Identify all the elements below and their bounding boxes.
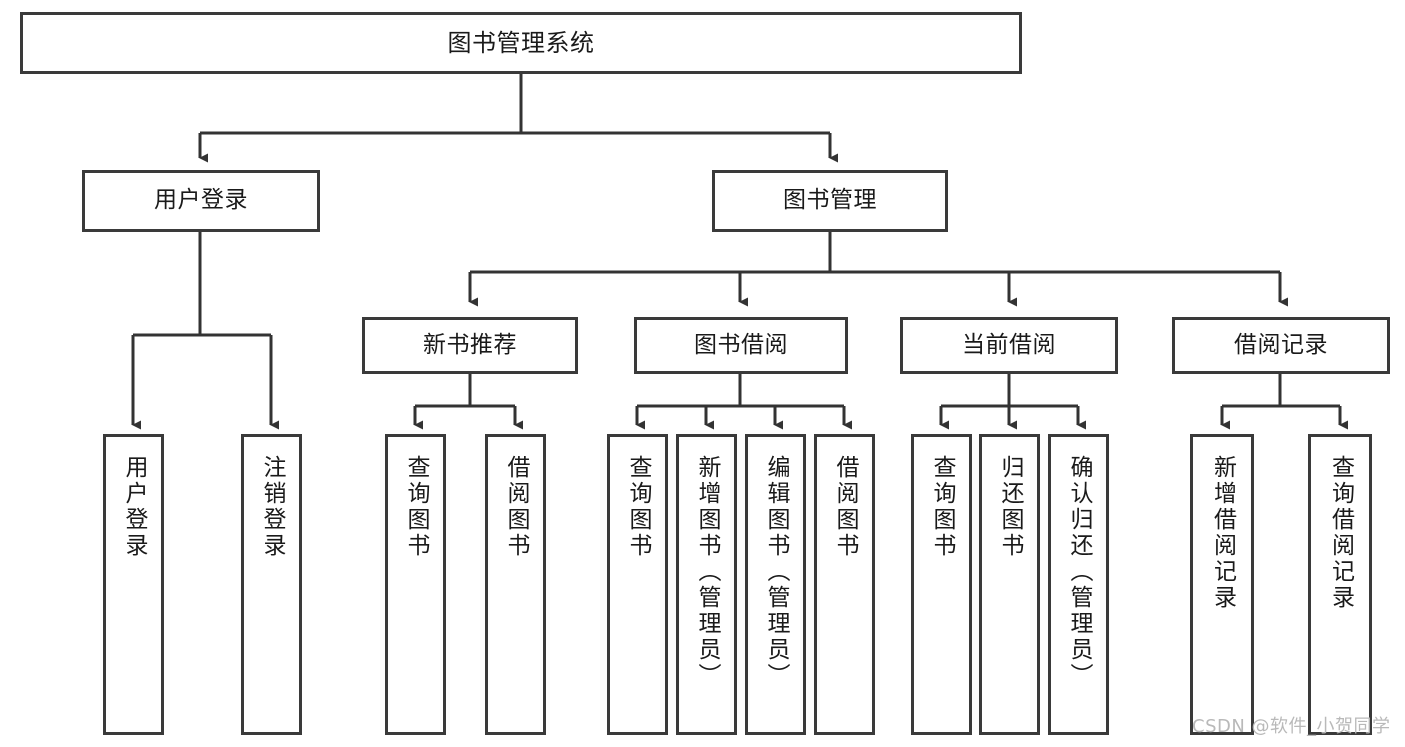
node-leaf-confirm-return[interactable]: 确认归还（管理员） [1048,434,1109,735]
node-leaf-borrow-book-1-label: 借阅图书 [503,455,529,559]
node-current-borrow[interactable]: 当前借阅 [900,317,1118,374]
node-root[interactable]: 图书管理系统 [20,12,1022,74]
node-leaf-query-record-label: 查询借阅记录 [1327,455,1354,611]
node-leaf-add-book[interactable]: 新增图书（管理员） [676,434,737,735]
node-leaf-add-record-label: 新增借阅记录 [1209,455,1236,611]
node-leaf-logout[interactable]: 注销登录 [241,434,302,735]
node-leaf-user-login[interactable]: 用户登录 [103,434,164,735]
node-leaf-edit-book-label: 编辑图书（管理员） [763,455,789,689]
node-book-manage-label: 图书管理 [783,187,877,214]
node-leaf-user-login-label: 用户登录 [121,455,147,559]
node-new-book-rec[interactable]: 新书推荐 [362,317,578,374]
node-leaf-add-record[interactable]: 新增借阅记录 [1190,434,1254,735]
node-leaf-return-book[interactable]: 归还图书 [979,434,1040,735]
node-leaf-borrow-book-2-label: 借阅图书 [832,455,858,559]
node-borrow-record-label: 借阅记录 [1234,331,1328,358]
node-user-login[interactable]: 用户登录 [82,170,320,232]
node-leaf-query-record[interactable]: 查询借阅记录 [1308,434,1372,735]
node-leaf-query-book-1[interactable]: 查询图书 [385,434,446,735]
node-book-borrow-label: 图书借阅 [694,331,788,358]
node-book-borrow[interactable]: 图书借阅 [634,317,848,374]
node-leaf-query-book-3-label: 查询图书 [929,455,955,559]
node-user-login-label: 用户登录 [154,187,248,214]
node-leaf-query-book-2[interactable]: 查询图书 [607,434,668,735]
node-leaf-edit-book[interactable]: 编辑图书（管理员） [745,434,806,735]
node-root-label: 图书管理系统 [447,28,595,57]
node-book-manage[interactable]: 图书管理 [712,170,948,232]
node-current-borrow-label: 当前借阅 [962,331,1056,358]
node-leaf-borrow-book-1[interactable]: 借阅图书 [485,434,546,735]
node-leaf-borrow-book-2[interactable]: 借阅图书 [814,434,875,735]
node-leaf-query-book-1-label: 查询图书 [403,455,429,559]
node-leaf-return-book-label: 归还图书 [997,455,1023,559]
node-new-book-rec-label: 新书推荐 [423,331,517,358]
node-leaf-add-book-label: 新增图书（管理员） [694,455,720,689]
node-leaf-confirm-return-label: 确认归还（管理员） [1066,455,1092,689]
node-leaf-query-book-2-label: 查询图书 [625,455,651,559]
node-leaf-query-book-3[interactable]: 查询图书 [911,434,972,735]
csdn-watermark: CSDN @软件_小贺同学 [1192,716,1391,737]
node-borrow-record[interactable]: 借阅记录 [1172,317,1390,374]
node-leaf-logout-label: 注销登录 [259,455,285,559]
